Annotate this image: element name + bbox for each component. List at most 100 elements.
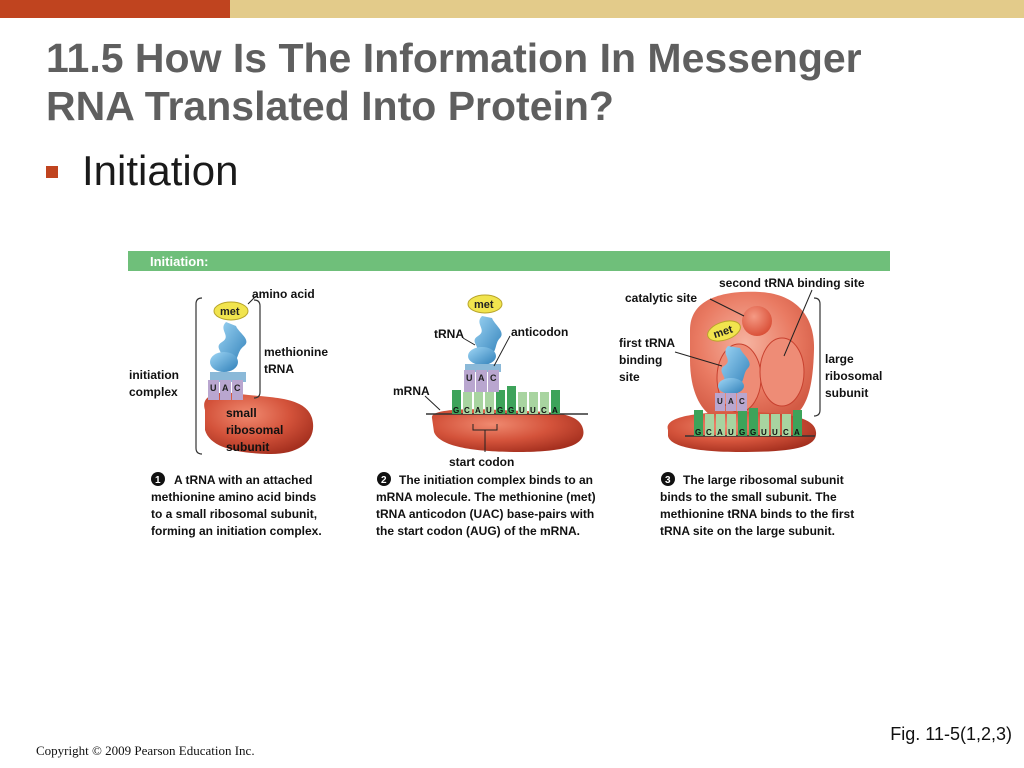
bullet-text: Initiation [82, 147, 239, 194]
anticodon-base-c-1 [232, 380, 243, 400]
trna-label-2: tRNA [434, 327, 464, 341]
step-2-number: 2 [381, 475, 387, 486]
step-3-badge [661, 472, 675, 486]
met-amino-acid-1 [213, 301, 249, 321]
panel-2: G C A U G G U U C A U A C met tRNA antic… [376, 294, 596, 538]
mrna-base-2-4: G [497, 406, 503, 415]
met-amino-acid-2 [467, 294, 503, 314]
complex-label: complex [129, 385, 178, 399]
figure-reference: Fig. 11-5(1,2,3) [890, 724, 1012, 744]
subunit-label-1: subunit [226, 440, 269, 454]
initiation-label: initiation [129, 368, 179, 382]
caption-2-line-2: mRNA molecule. The methionine (met) [376, 490, 596, 504]
trna-loop-1 [210, 352, 238, 372]
mrna-base-3-6: U [761, 428, 767, 437]
second-site-pointer [783, 289, 813, 357]
subunit-label-3: subunit [825, 386, 868, 400]
top-bar-red [0, 0, 230, 18]
methionine-trna-bracket [253, 299, 261, 399]
anticodon-a-3: A [728, 397, 734, 406]
anticodon-base-c-2 [488, 370, 499, 392]
trna-pointer-2 [462, 337, 476, 346]
mrna-base-3-9: A [794, 428, 800, 437]
amino-acid-label: amino acid [252, 287, 315, 301]
first-site-pointer [674, 351, 723, 367]
trna-loop-3 [718, 378, 744, 394]
second-trna-site-label: second tRNA binding site [719, 276, 865, 290]
caption-3-line-3: methionine tRNA binds to the first [660, 507, 854, 521]
trna-loop-2 [468, 347, 496, 365]
caption-3-line-4: tRNA site on the large subunit. [660, 524, 835, 538]
mrna-base-2-9: A [552, 406, 558, 415]
top-bar-tan [230, 0, 1024, 18]
catalytic-site-label: catalytic site [625, 291, 697, 305]
met-amino-acid-3: met [707, 320, 741, 342]
step-3-number: 3 [665, 475, 671, 486]
met-label-1: met [220, 306, 240, 318]
anticodon-c-3: C [739, 397, 745, 406]
anticodon-base-u-1 [208, 380, 219, 400]
second-trna-binding-site [759, 337, 805, 407]
mrna-base-2-1: C [464, 406, 470, 415]
copyright-notice: Copyright © 2009 Pearson Education Inc. [36, 743, 255, 758]
mrna-bases-2 [452, 386, 560, 414]
caption-1-line-1: A tRNA with an attached [174, 473, 312, 487]
mrna-base-3-1: C [706, 428, 712, 437]
caption-3-line-2: binds to the small subunit. The [660, 490, 837, 504]
slide-title-line-2: RNA Translated Into Protein? [46, 83, 614, 129]
mrna-base-3-5: G [750, 428, 756, 437]
small-ribosomal-subunit-1 [204, 392, 314, 455]
site-label: site [619, 370, 640, 384]
anticodon-pointer [493, 335, 511, 367]
caption-2-line-1: The initiation complex binds to an [399, 473, 593, 487]
first-trna-label: first tRNA [619, 336, 675, 350]
anticodon-base-u-3 [715, 393, 725, 411]
trna-stem-1 [210, 372, 246, 382]
anticodon-base-c-3 [737, 393, 747, 411]
mrna-base-2-6: U [519, 406, 525, 415]
square-bullet-icon [46, 166, 58, 178]
anticodon-base-a-2 [476, 370, 487, 392]
large-label: large [825, 352, 854, 366]
mrna-base-2-2: A [475, 406, 481, 415]
anticodon-c-2: C [490, 373, 497, 383]
mrna-label-2: mRNA [393, 384, 430, 398]
binding-label: binding [619, 353, 662, 367]
trna-label-1: tRNA [264, 362, 294, 376]
large-subunit-bracket [813, 297, 821, 417]
met-label-3: met [712, 323, 735, 341]
mrna-base-2-8: C [541, 406, 547, 415]
caption-2-line-4: the start codon (AUG) of the mRNA. [376, 524, 580, 538]
caption-1-line-2: methionine amino acid binds [151, 490, 317, 504]
amino-acid-pointer [247, 295, 257, 305]
anticodon-base-a-1 [220, 380, 231, 400]
catalytic-site-pointer [709, 298, 745, 317]
step-2-badge [377, 472, 391, 486]
trna-stem-2 [465, 364, 501, 372]
mrna-base-3-7: U [772, 428, 778, 437]
slide-title-line-1: 11.5 How Is The Information In Messenger [46, 35, 862, 81]
ribosomal-label-3: ribosomal [825, 369, 882, 383]
mrna-base-2-7: U [530, 406, 536, 415]
slide-title: 11.5 How Is The Information In Messenger… [46, 34, 1006, 130]
caption-1-line-4: forming an initiation complex. [151, 524, 322, 538]
mrna-base-2-0: G [453, 406, 459, 415]
caption-3-line-1: The large ribosomal subunit [683, 473, 844, 487]
mrna-base-3-2: A [717, 428, 723, 437]
panel-3: G C A U G G U U C A U A C met second tRN… [619, 276, 882, 538]
mrna-base-2-3: U [486, 406, 492, 415]
mrna-base-3-8: C [783, 428, 789, 437]
anticodon-a-2: A [478, 373, 485, 383]
anticodon-u-3: U [717, 397, 723, 406]
bullet-item: Initiation [46, 146, 238, 196]
mrna-base-3-4: G [739, 428, 745, 437]
caption-2-line-3: tRNA anticodon (UAC) base-pairs with [376, 507, 594, 521]
mrna-bases-3 [694, 408, 802, 436]
anticodon-u-2: U [466, 373, 473, 383]
anticodon-base-u-2 [464, 370, 475, 392]
anticodon-base-a-3 [726, 393, 736, 411]
start-codon-label: start codon [449, 455, 514, 469]
small-label: small [226, 406, 257, 420]
anticodon-label: anticodon [511, 325, 568, 339]
